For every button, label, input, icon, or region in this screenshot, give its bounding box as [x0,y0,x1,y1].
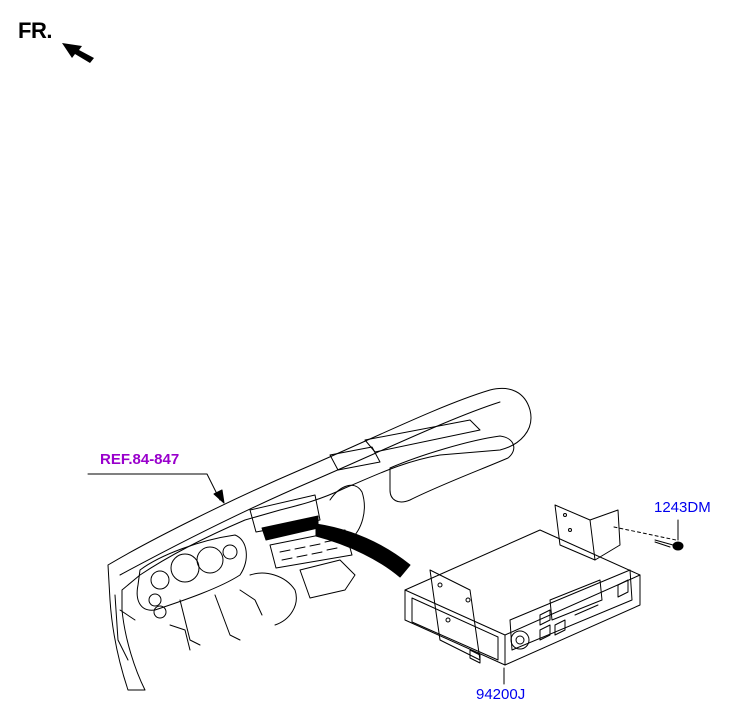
audio-head-unit [404,504,641,666]
part-number-head-unit: 94200J [476,686,526,703]
reference-callout: REF.84-847 [100,451,180,468]
part-number-screw: 1243DM [654,499,711,516]
front-direction-label: FR. [18,18,52,43]
crash-pad-assembly [107,387,532,691]
front-arrow-icon [62,43,94,63]
mounting-screw [613,526,684,551]
